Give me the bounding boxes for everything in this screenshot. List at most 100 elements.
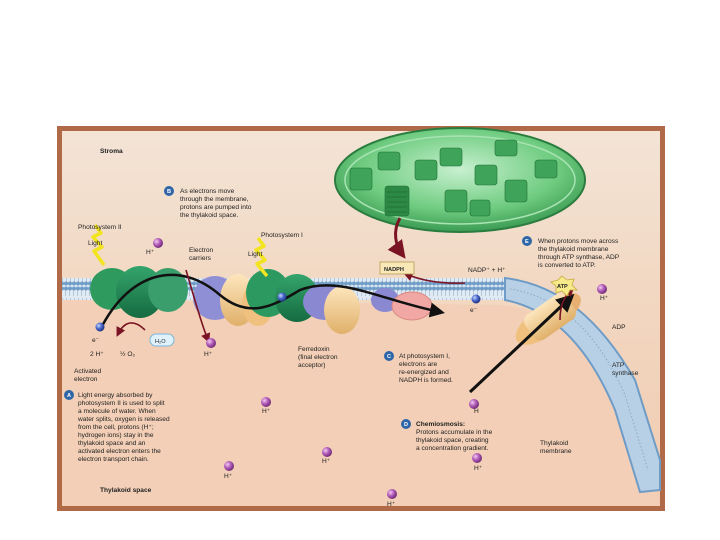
proton-sphere-icon xyxy=(472,453,482,463)
proton-sphere-icon xyxy=(224,461,234,471)
light-label-ps1: Light xyxy=(248,251,262,258)
e-minus-label-ps2: e⁻ xyxy=(92,337,100,344)
electron-sphere-icon xyxy=(471,294,481,304)
step-d-line-1: Protons accumulate in the xyxy=(416,429,493,436)
step-e-line-3: through ATP synthase, ADP xyxy=(538,254,620,261)
proton-sphere-icon xyxy=(206,338,216,348)
step-c-line-4: NADPH is formed. xyxy=(399,377,453,384)
atp-label: ATP xyxy=(557,284,568,290)
proton-sphere-icon xyxy=(322,447,332,457)
h-plus-label-lumen-5: H⁺ xyxy=(387,501,396,508)
proton-sphere-icon xyxy=(597,284,607,294)
electron-spheres xyxy=(95,292,481,332)
h-plus-label-top: H⁺ xyxy=(146,249,155,256)
nadp-plus-label: NADP⁺ + H⁺ xyxy=(468,267,506,274)
two-h-label: 2 H⁺ xyxy=(90,351,104,358)
step-c-line-1: At photosystem I, xyxy=(399,353,450,360)
step-d-badge xyxy=(401,419,411,429)
ferredoxin-label-2: (final electron xyxy=(298,354,338,361)
photosystem-ii-label: Photosystem II xyxy=(78,224,122,231)
nadph-label: NADPH xyxy=(384,267,404,273)
step-b-badge xyxy=(164,186,174,196)
h-plus-label-lumen-1: H⁺ xyxy=(262,408,271,415)
step-a-line-8: activated electron enters the xyxy=(78,448,161,455)
light-label-ps2: Light xyxy=(88,240,102,247)
proton-sphere-icon xyxy=(153,238,163,248)
activated-electron-label-1: Activated xyxy=(74,368,101,375)
electron-sphere-icon xyxy=(95,322,105,332)
step-a: A Light energy absorbed by photosystem I… xyxy=(64,390,170,463)
proton-pump-arrow xyxy=(185,269,211,343)
proton-sphere-icon xyxy=(261,397,271,407)
thylakoid-space-label: Thylakoid space xyxy=(100,487,152,494)
step-d: D Chemiosmosis: Protons accumulate in th… xyxy=(401,419,493,452)
proton-sphere-icon xyxy=(387,489,397,499)
thylakoid-membrane-label-2: membrane xyxy=(540,448,572,455)
thylakoid-lumen xyxy=(62,300,660,506)
step-d-line-3: a concentration gradient. xyxy=(416,445,489,452)
step-b-letter: B xyxy=(167,189,171,195)
step-d-letter: D xyxy=(404,422,408,428)
e-minus-label: e⁻ xyxy=(470,307,478,314)
step-b-line-3: protons are pumped into xyxy=(180,204,252,211)
step-e: E When protons move across the thylakoid… xyxy=(522,236,620,269)
step-e-badge xyxy=(522,236,532,246)
step-a-line-4: water splits, oxygen is released xyxy=(77,416,170,423)
step-b-line-2: through the membrane, xyxy=(180,196,249,203)
proton-spheres xyxy=(153,238,607,499)
h-plus-label-lumen-2: H⁺ xyxy=(322,458,331,465)
ferredoxin-label-1: Ferredoxin xyxy=(298,346,330,353)
electron-sphere-icon xyxy=(277,292,287,302)
chloroplast-zoom-arrow xyxy=(387,217,406,259)
step-e-line-1: When protons move across xyxy=(538,238,619,245)
step-a-line-2: photosystem II is used to split xyxy=(78,400,165,407)
nadph-box xyxy=(379,261,415,275)
h-plus-label-atp: H⁺ xyxy=(600,295,609,302)
electron-carriers-label-1: Electron xyxy=(189,247,214,254)
step-d-line-2: thylakoid space, creating xyxy=(416,437,489,444)
step-a-letter: A xyxy=(67,393,71,399)
lightning-bolt-icon xyxy=(91,223,106,267)
atp-synthase-label-2: synthase xyxy=(612,370,639,377)
proton-sphere-icon xyxy=(469,399,479,409)
water-label: H₂O xyxy=(155,339,166,345)
ferredoxin-label-3: acceptor) xyxy=(298,362,326,369)
nadp-arrow xyxy=(403,272,466,284)
electron-flow-arrow xyxy=(98,273,445,331)
water-molecule-box xyxy=(149,333,175,347)
chloroplast-illustration xyxy=(334,127,586,233)
step-c-letter: C xyxy=(387,354,391,360)
atp-synthase-label-1: ATP xyxy=(612,362,625,369)
step-d-title: Chemiosmosis: xyxy=(416,421,465,428)
photosystem-ii-complex xyxy=(90,266,188,318)
electron-carriers-label-2: carriers xyxy=(189,255,212,262)
step-c-line-2: electrons are xyxy=(399,361,437,368)
step-a-line-1: Light energy absorbed by xyxy=(78,392,153,399)
atp-arrow xyxy=(559,286,575,321)
step-c-badge xyxy=(384,351,394,361)
step-a-line-5: from the cell, protons (H⁺; xyxy=(78,424,154,431)
stroma-label: Stroma xyxy=(100,148,123,155)
step-a-line-7: thylakoid space and an xyxy=(78,440,146,447)
water-split-arrow xyxy=(116,322,146,337)
h-plus-label-lumen-4: H⁺ xyxy=(474,465,483,472)
step-b: B As electrons move through the membrane… xyxy=(164,186,252,219)
photosystem-i-label: Photosystem I xyxy=(261,232,303,239)
atp-star-icon xyxy=(550,275,578,297)
step-c: C At photosystem I, electrons are re-ene… xyxy=(384,351,453,384)
step-c-line-3: re-energized and xyxy=(399,369,449,376)
step-e-letter: E xyxy=(525,239,529,245)
adp-label: ADP xyxy=(612,324,626,331)
step-a-badge xyxy=(64,390,74,400)
lightning-bolt-icon xyxy=(254,236,269,278)
thylakoid-membrane-label-1: Thylakoid xyxy=(540,440,569,447)
h-plus-label-membrane: H⁺ xyxy=(204,351,213,358)
step-b-line-1: As electrons move xyxy=(180,188,235,195)
step-b-line-4: the thylakoid space. xyxy=(180,212,238,219)
h-label-membrane: H xyxy=(474,408,479,415)
step-a-line-9: electron transport chain. xyxy=(78,456,149,463)
step-a-line-3: a molecule of water. When xyxy=(78,408,156,415)
step-e-line-2: the thylakoid membrane xyxy=(538,246,609,253)
step-e-line-4: is converted to ATP. xyxy=(538,262,596,269)
